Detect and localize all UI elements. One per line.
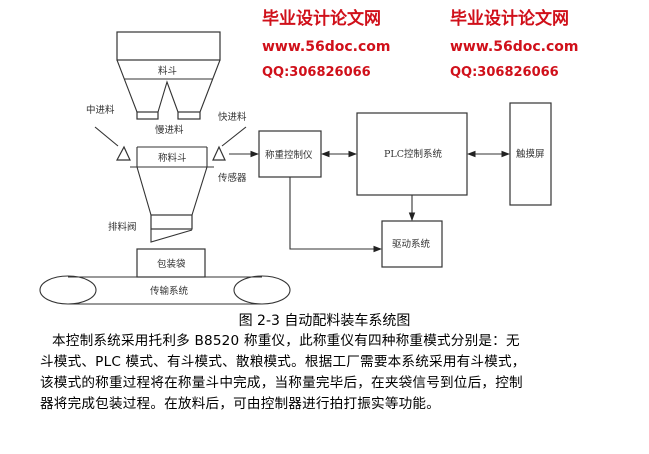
hopper: 料斗: [116, 31, 221, 120]
fast-feed-label: 快进料: [218, 111, 247, 123]
figure-caption: 图 2-3 自动配料装车系统图: [238, 313, 411, 329]
paragraph-line: 器将完成包装过程。在放料后，可由控制器进行拍打振实等功能。: [40, 396, 441, 412]
plc-box: [356, 112, 468, 196]
watermark-site-name-2: 毕业设计论文网: [450, 9, 569, 29]
conveyor-label: 传输系统: [150, 285, 189, 297]
drive-box: [381, 220, 443, 268]
medium-feed-label: 中进料: [86, 104, 115, 116]
paragraph-line: 该模式的称重过程将在称量斗中完成，当称量完毕后，在夹袋信号到位后，控制: [40, 375, 523, 391]
controller-to-drive-arrow: [289, 177, 383, 253]
weigh-hopper-label: 称料斗: [158, 152, 187, 164]
discharge-valve-label: 排料阀: [108, 221, 137, 233]
bag-box: [136, 248, 206, 278]
touch-screen-label: 触摸屏: [516, 148, 545, 160]
right-sensor-icon: [212, 145, 226, 161]
watermark-url: www.56doc.com: [262, 39, 391, 55]
hopper-label: 料斗: [158, 65, 177, 77]
slow-feed-label: 慢进料: [155, 124, 184, 136]
plc-label: PLC控制系统: [384, 148, 442, 160]
feed-pipes: [94, 126, 247, 147]
drive-label: 驱动系统: [392, 238, 431, 250]
paragraph-line: 本控制系统采用托利多 B8520 称重仪，此称重仪有四种称重模式分别是：无: [52, 333, 520, 349]
conveyor: 传输系统: [39, 275, 291, 305]
left-sensor-icon: [115, 145, 131, 161]
watermark-qq: QQ:306826066: [262, 65, 371, 80]
bag-label: 包装袋: [157, 258, 186, 270]
weigh-hopper: 称料斗: [130, 146, 214, 243]
weighing-controller-label: 称重控制仪: [265, 149, 313, 161]
watermark-qq-2: QQ:306826066: [450, 65, 559, 80]
sensor-label: 传感器: [218, 172, 247, 184]
watermark-site-name: 毕业设计论文网: [262, 9, 381, 29]
watermark-url-2: www.56doc.com: [450, 39, 579, 55]
touch-screen-box: [509, 102, 552, 206]
paragraph-line: 斗模式、PLC 模式、有斗模式、散粮模式。根据工厂需要本系统采用有斗模式，: [40, 354, 526, 370]
